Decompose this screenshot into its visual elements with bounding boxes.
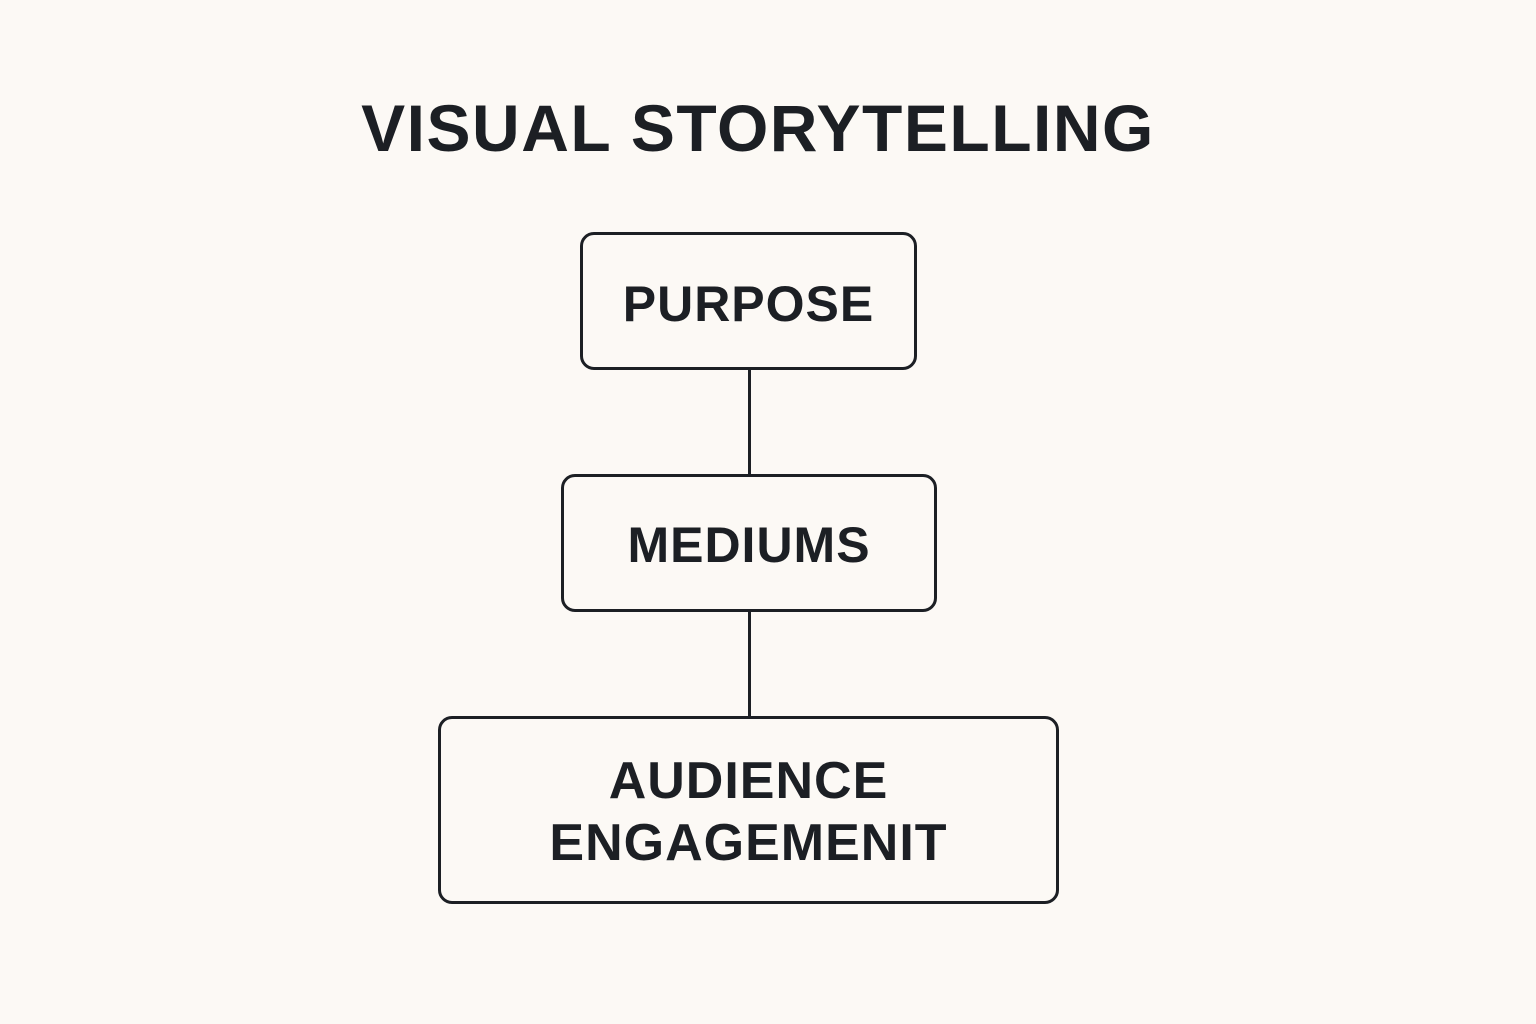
diagram-title: VISUAL STORYTELLING — [361, 91, 1155, 165]
node-mediums-label: MEDIUMS — [627, 517, 871, 573]
node-purpose-label: PURPOSE — [622, 276, 875, 332]
node-mediums: MEDIUMS — [561, 474, 937, 612]
node-purpose: PURPOSE — [580, 232, 917, 370]
node-audience-engagement: AUDIENCE ENGAGEMENIT — [438, 716, 1059, 904]
connector-purpose-to-mediums — [747, 370, 751, 474]
node-audience-engagement-label-line-1: AUDIENCE — [608, 752, 889, 810]
connector-mediums-to-audience-engagement — [747, 612, 751, 716]
node-audience-engagement-label-line-2: ENGAGEMENIT — [549, 814, 948, 872]
